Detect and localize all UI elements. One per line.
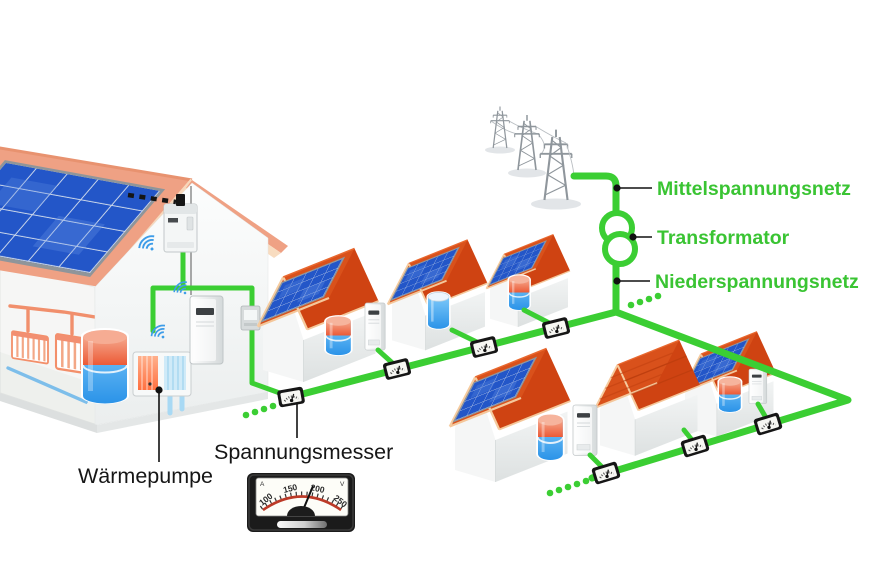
large-house — [0, 146, 291, 433]
solar-panel — [0, 160, 166, 278]
buffer-tank — [81, 328, 129, 404]
wall-thermostat — [240, 305, 261, 331]
storage-tank-cold — [426, 290, 452, 331]
voltage-meter-icon — [275, 385, 307, 409]
grid-dotted-continuation — [242, 292, 662, 497]
power-pylon-icon — [485, 105, 581, 210]
voltage-meter-icon — [589, 459, 623, 487]
battery-storage-unit — [364, 302, 386, 351]
meter-unit-v: V — [340, 481, 345, 488]
voltmeter-display: 100 150 200 250 A V — [247, 473, 355, 532]
storage-tank-warm — [716, 375, 744, 414]
label-transformator: Transformator — [657, 227, 790, 249]
meter-ticks — [259, 491, 345, 510]
house-b2 — [594, 339, 702, 457]
meter-unit-a: A — [260, 481, 265, 488]
house-power-cable — [150, 246, 291, 399]
house-m1 — [256, 247, 380, 384]
meter-scale-150: 150 — [282, 482, 298, 495]
heat-pump-unit — [132, 351, 192, 416]
label-mittelspannungsnetz: Mittelspannungsnetz — [657, 178, 851, 200]
voltage-meter-icon — [678, 432, 712, 460]
meter-scale-200: 200 — [310, 482, 326, 495]
battery-storage-unit — [748, 368, 768, 405]
transformer-circles-icon — [599, 210, 638, 267]
label-spannungsmesser: Spannungsmesser — [214, 440, 393, 464]
storage-tank-warm — [506, 273, 532, 312]
inverter-unit — [163, 203, 198, 253]
dc-cable-dashed — [127, 192, 177, 205]
battery-storage-unit — [572, 404, 598, 456]
storage-tank-warm — [323, 314, 354, 357]
battery-storage-unit — [189, 295, 224, 365]
meter-arc — [262, 495, 342, 512]
callout-lines — [158, 187, 652, 462]
callout-dots — [155, 184, 637, 394]
label-niederspannungsnetz: Niederspannungsnetz — [655, 271, 859, 293]
storage-tank-warm — [535, 412, 566, 462]
label-waermepumpe: Wärmepumpe — [78, 464, 213, 488]
